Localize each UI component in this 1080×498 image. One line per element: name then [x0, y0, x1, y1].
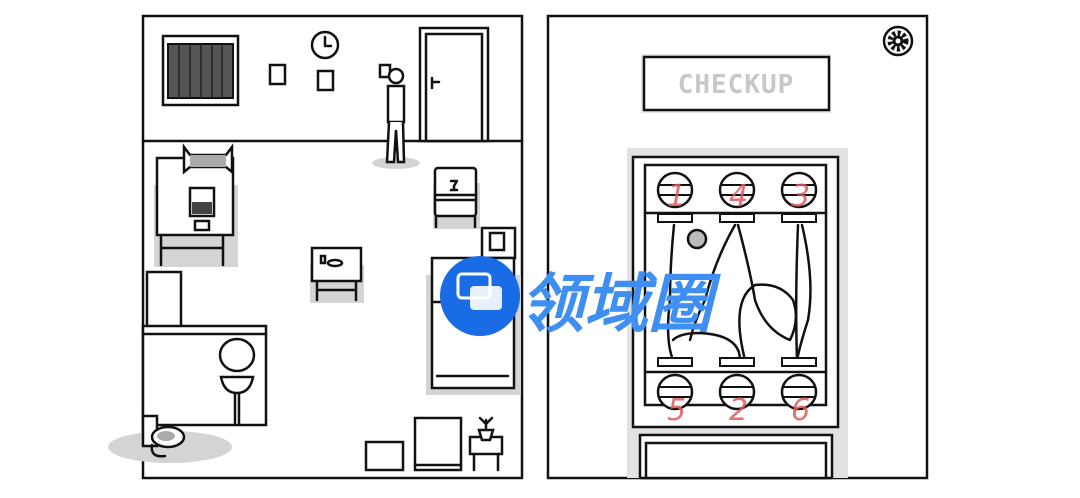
- indicator-light: [686, 228, 708, 250]
- fuse-number-annotation: 1: [667, 179, 686, 214]
- door[interactable]: [418, 26, 490, 143]
- fuse: [780, 373, 818, 411]
- fuse-top-3[interactable]: 3: [780, 171, 818, 223]
- bathroom: [108, 324, 268, 463]
- room-view: [108, 14, 524, 480]
- fuse-number-annotation: 4: [729, 179, 748, 214]
- watermark-text: 领域圈: [520, 268, 721, 342]
- player-character[interactable]: [372, 67, 420, 169]
- chair[interactable]: [433, 166, 480, 229]
- sink[interactable]: [219, 375, 255, 425]
- fuse-connector: [719, 213, 755, 223]
- fuse-box-view: CHECKUP 1 4 3 5 2 6: [546, 14, 929, 480]
- fuse-connector: [657, 213, 693, 223]
- fuse-connector: [781, 213, 817, 223]
- cabinet[interactable]: [413, 416, 463, 472]
- kitchen-counter[interactable]: [154, 143, 238, 267]
- fuse-top-2[interactable]: 4: [718, 171, 756, 223]
- fuse: [718, 373, 756, 411]
- wires[interactable]: [666, 223, 812, 362]
- fuse-connector: [781, 357, 817, 367]
- fridge[interactable]: [145, 270, 183, 330]
- fuse-top-1[interactable]: 1: [656, 171, 694, 223]
- mirror: [218, 337, 256, 373]
- gear-icon: [887, 30, 909, 52]
- fuse-number-annotation: 5: [667, 393, 686, 428]
- fuse-bottom-1[interactable]: 5: [656, 357, 694, 428]
- fuse-number-annotation: 6: [791, 393, 810, 428]
- toilet[interactable]: [141, 414, 186, 458]
- clock-icon[interactable]: [310, 30, 340, 60]
- settings-button[interactable]: [882, 25, 914, 57]
- fuse: [780, 171, 818, 209]
- storage-box[interactable]: [364, 440, 405, 472]
- potted-plant[interactable]: [468, 416, 504, 472]
- watermark: 领域圈: [440, 256, 721, 342]
- paper-note[interactable]: [316, 69, 335, 92]
- checkup-label: CHECKUP: [678, 70, 795, 100]
- checkup-button[interactable]: CHECKUP: [641, 54, 831, 113]
- window[interactable]: [161, 34, 240, 107]
- side-table[interactable]: [310, 246, 364, 303]
- fuse-bottom-3[interactable]: 6: [780, 357, 818, 428]
- stove: [193, 219, 211, 232]
- fuse: [718, 171, 756, 209]
- fuse: [656, 171, 694, 209]
- fuse-number-annotation: 3: [791, 179, 810, 214]
- picture-frame[interactable]: [268, 63, 287, 86]
- fuse: [656, 373, 694, 411]
- fuse-connector: [657, 357, 693, 367]
- fuse-connector: [719, 357, 755, 367]
- fuse-number-annotation: 2: [729, 393, 748, 428]
- fuse-bottom-2[interactable]: 2: [718, 357, 756, 428]
